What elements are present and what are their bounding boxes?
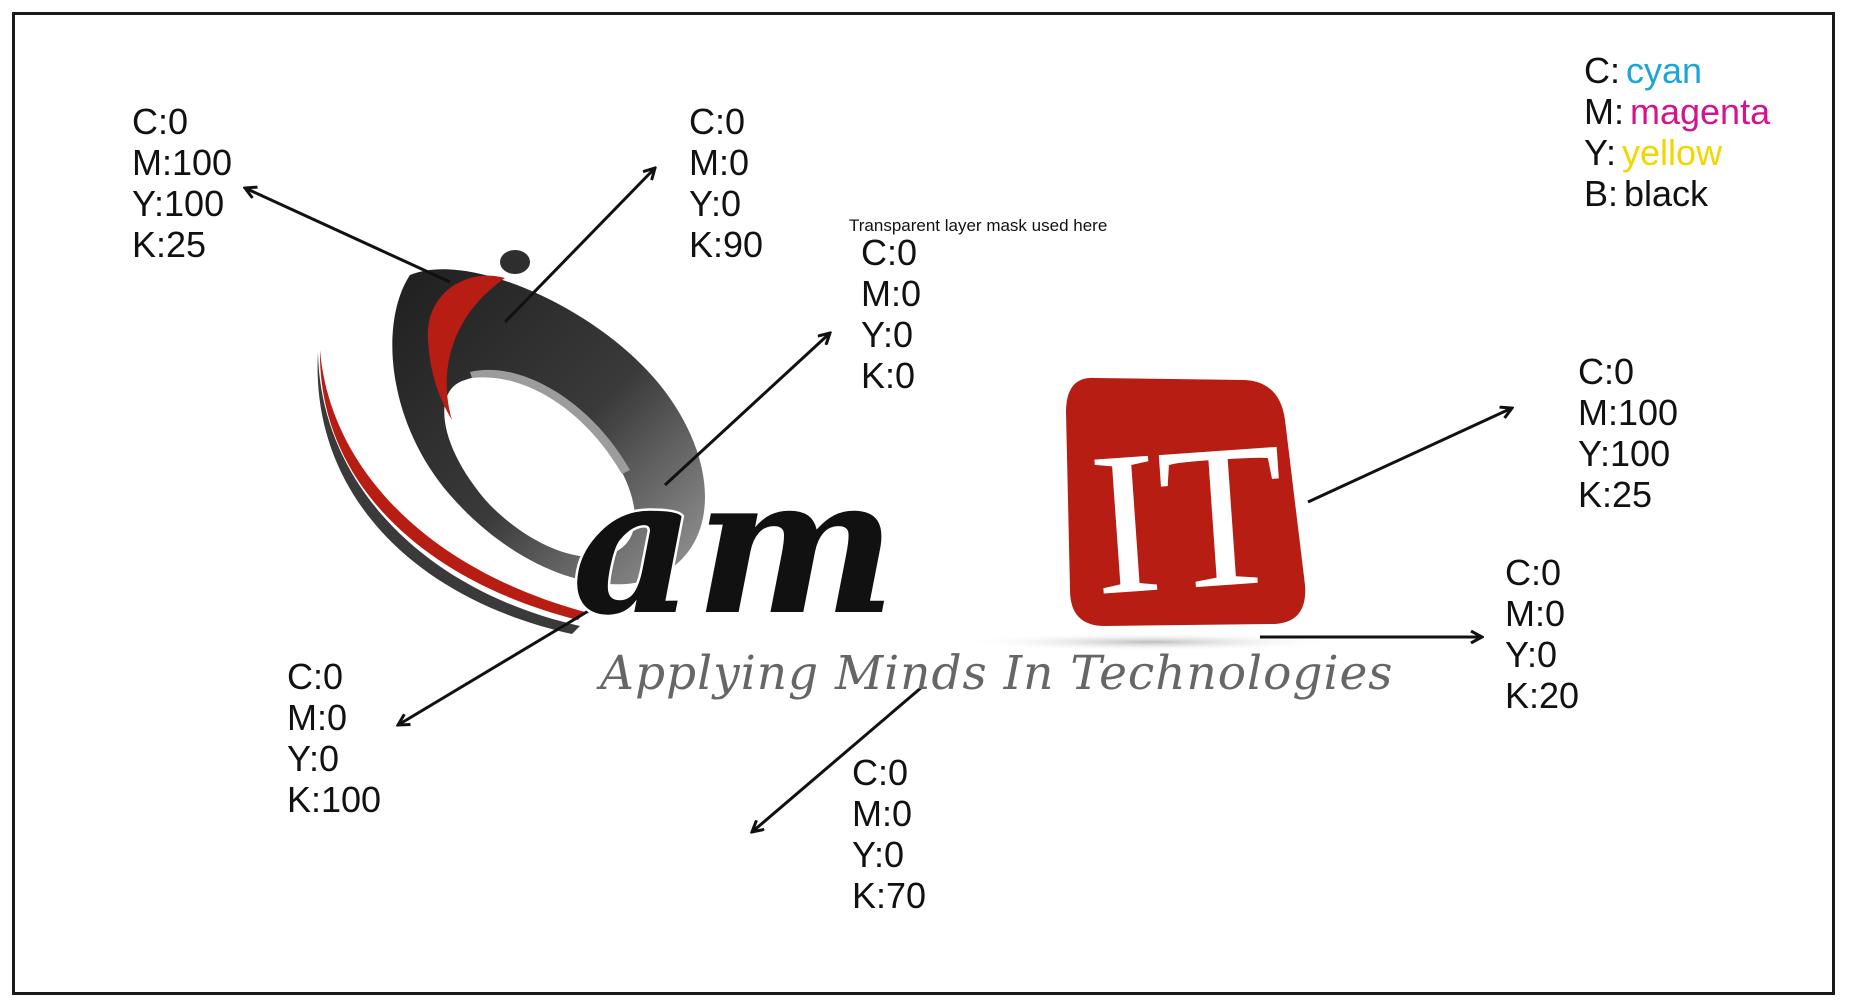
person-body [427,275,505,420]
callout-line: K:25 [1578,474,1653,515]
logo-tagline: Applying Minds In Technologies [600,646,1394,701]
callout-line: M:0 [287,697,348,738]
callout-line: C:0 [132,101,189,142]
callout-line: M:0 [1505,593,1566,634]
callout-line: Y:0 [287,738,340,779]
callout-line: M:0 [861,273,922,314]
callout-line: K:90 [689,224,764,265]
callout-bottom-left: C:0 M:0 Y:0 K:100 [287,656,381,820]
legend-key: M: [1584,91,1624,132]
arrow-top-center [503,168,655,324]
callout-line: C:0 [287,656,344,697]
callout-top-center: C:0 M:0 Y:0 K:90 [689,101,763,265]
legend-item-cyan: C:cyan [1584,50,1770,91]
logo-shadow [960,633,1340,651]
callout-line: C:0 [861,232,918,273]
callout-top-left: C:0 M:100 Y:100 K:25 [132,101,232,265]
legend-name: yellow [1622,132,1723,173]
callout-line: Y:0 [1505,634,1558,675]
dark-swoosh [317,352,580,634]
callout-right-lower: C:0 M:0 Y:0 K:20 [1505,552,1579,716]
callout-mask: C:0 M:0 Y:0 K:0 [861,232,921,396]
ring [392,269,705,585]
legend-name: cyan [1626,50,1703,91]
callout-right-upper: C:0 M:100 Y:100 K:25 [1578,351,1678,515]
legend-item-black: B:black [1584,173,1770,214]
arrow-bottom-left [398,608,591,725]
arrow-top-left [245,188,451,284]
callout-line: Y:100 [132,183,225,224]
callout-line: C:0 [852,752,909,793]
legend-item-yellow: Y:yellow [1584,132,1770,173]
callout-line: K:25 [132,224,207,265]
wordmark-am: am [572,434,896,657]
callout-line: K:100 [287,779,382,820]
callout-line: M:0 [852,793,913,834]
red-swoosh [319,350,585,620]
callout-line: M:100 [132,142,233,183]
it-badge [1066,377,1306,626]
callout-line: Y:0 [861,314,914,355]
callout-line: C:0 [1505,552,1562,593]
callout-line: Y:0 [689,183,742,224]
mask-note: Transparent layer mask used here [849,216,1108,235]
callout-line: C:0 [1578,351,1635,392]
callout-bottom-center: C:0 M:0 Y:0 K:70 [852,752,926,916]
diagram-frame [12,12,1835,995]
callout-line: M:100 [1578,392,1679,433]
callout-line: K:70 [852,875,927,916]
callout-line: C:0 [689,101,746,142]
callout-line: M:0 [689,142,750,183]
callout-line: K:20 [1505,675,1580,716]
arrow-mask [663,333,830,487]
legend-name: magenta [1630,91,1771,132]
legend-key: B: [1584,173,1619,214]
legend-item-magenta: M:magenta [1584,91,1770,132]
legend-name: black [1624,173,1709,214]
arrow-right-upper [1307,408,1512,504]
callout-line: Y:100 [1578,433,1671,474]
color-legend: C:cyan M:magenta Y:yellow B:black [1584,50,1770,214]
arrow-bottom-center [752,685,923,832]
legend-key: Y: [1584,132,1617,173]
ring-highlight [470,369,630,474]
callout-line: K:0 [861,355,916,396]
badge-it: IT [1084,399,1293,639]
callout-line: Y:0 [852,834,905,875]
legend-key: C: [1584,50,1620,91]
person-head [500,250,530,274]
